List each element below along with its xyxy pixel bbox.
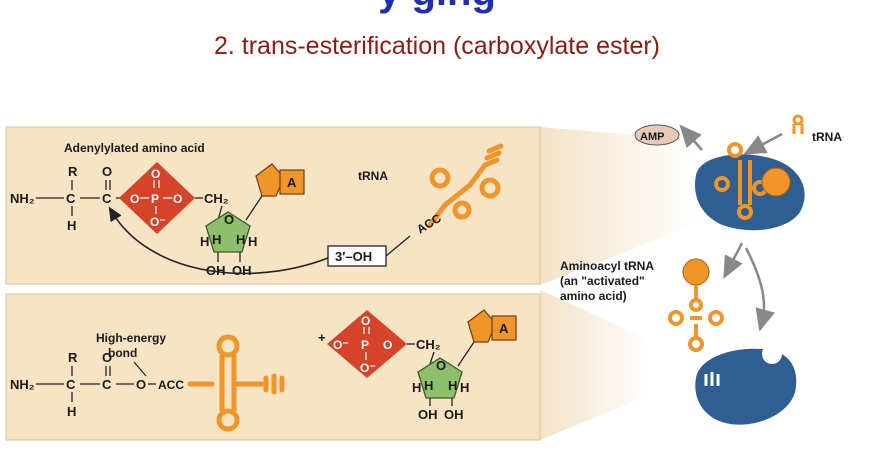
enzyme-trna-site: [704, 372, 720, 386]
svg-text:A: A: [287, 175, 297, 190]
aminoacyl-trna-molecule: [668, 285, 724, 352]
slide-title-partial: y ging: [0, 0, 874, 15]
adenine-base-amp: [491, 315, 517, 341]
alpha-carbon: C: [66, 191, 76, 206]
zoom-funnel-bottom: [540, 290, 650, 440]
trna-label-right: tRNA: [812, 130, 842, 144]
svg-text:NH₂: NH₂: [10, 377, 35, 392]
carbonyl-carbon: C: [102, 191, 112, 206]
r-group: R: [68, 164, 78, 179]
enzyme-lower: [695, 348, 797, 425]
svg-text:H: H: [448, 378, 457, 393]
trna-label-top: tRNA: [358, 169, 388, 183]
slide-subtitle: 2. trans-esterification (carboxylate est…: [213, 32, 660, 60]
svg-text:H: H: [424, 378, 433, 393]
carbonyl-oxygen: O: [102, 164, 112, 179]
svg-text:O: O: [130, 192, 139, 206]
svg-text:P: P: [151, 192, 159, 206]
svg-text:H: H: [212, 232, 221, 247]
amp-ellipse: [634, 124, 680, 146]
three-oh: 3′–OH: [335, 249, 372, 264]
svg-text:H: H: [460, 380, 469, 395]
amp-release-arrow: [679, 124, 703, 151]
three-oh-box: [327, 245, 387, 267]
svg-text:C: C: [102, 377, 112, 392]
aminoacyl-label-1: Aminoacyl tRNA: [560, 259, 654, 273]
high-energy-label-1: High-energy: [96, 331, 166, 345]
adenine-pentagon: [255, 163, 285, 197]
oh-3: OH: [232, 263, 252, 278]
svg-text:O: O: [224, 212, 234, 227]
nucleophilic-attack-arrow: [108, 206, 329, 275]
nh2: NH₂: [10, 191, 35, 206]
svg-text:O: O: [361, 314, 370, 328]
aminoacyl-label-2: (an "activated": [560, 274, 645, 288]
h-atom: H: [67, 218, 76, 233]
panel-top: [5, 126, 541, 285]
svg-text:O: O: [173, 192, 182, 206]
svg-text:O: O: [136, 377, 146, 392]
trna-icon-right: [792, 114, 804, 134]
aminoacyl-label-3: amino acid): [560, 289, 627, 303]
svg-text:H: H: [200, 234, 209, 249]
zoom-funnel-top: [540, 127, 695, 285]
svg-text:H: H: [236, 232, 245, 247]
ribose-sugar-amp: [417, 357, 463, 399]
svg-text:O⁻: O⁻: [360, 361, 376, 375]
svg-text:CH₂: CH₂: [416, 337, 441, 352]
amp-label: AMP: [640, 131, 664, 143]
svg-text:H: H: [412, 380, 421, 395]
amino-acid-ball-upper: [761, 167, 791, 197]
trna-enter-arrow: [743, 132, 783, 155]
svg-text:C: C: [66, 377, 76, 392]
svg-text:O: O: [383, 338, 392, 352]
svg-text:O: O: [436, 358, 446, 373]
acc-bottom: ACC: [158, 378, 184, 392]
enzyme-binding-pocket: [762, 344, 782, 364]
svg-text:R: R: [68, 350, 78, 365]
svg-text:A: A: [499, 321, 509, 336]
adenine-pentagon-amp: [467, 309, 497, 343]
amino-acid-ball-released: [682, 258, 710, 286]
svg-text:H: H: [248, 234, 257, 249]
svg-text:H: H: [67, 404, 76, 419]
ribose-sugar: [205, 211, 251, 253]
svg-text:P: P: [361, 338, 369, 352]
svg-text:OH: OH: [418, 407, 438, 422]
release-arrow: [723, 242, 744, 279]
phosphate-diamond-amp: [327, 310, 407, 378]
cycle-arrow: [744, 247, 775, 332]
plus-sign: +: [318, 330, 326, 345]
oh-2: OH: [206, 263, 226, 278]
svg-text:OH: OH: [444, 407, 464, 422]
svg-text:O: O: [151, 167, 160, 181]
trna-on-enzyme: [714, 142, 768, 220]
trna-molecule-top: [427, 143, 504, 228]
trna-molecule-bottom: [187, 334, 285, 432]
svg-text:O⁻: O⁻: [333, 338, 349, 352]
phosphate-diamond: [119, 162, 195, 234]
adenine-base: [279, 169, 305, 195]
svg-text:O: O: [102, 350, 112, 365]
high-energy-label-2: bond: [108, 346, 137, 360]
svg-text:O⁻: O⁻: [150, 215, 166, 229]
ch2: CH₂: [204, 191, 229, 206]
adenylylated-label: Adenylylated amino acid: [64, 141, 205, 155]
